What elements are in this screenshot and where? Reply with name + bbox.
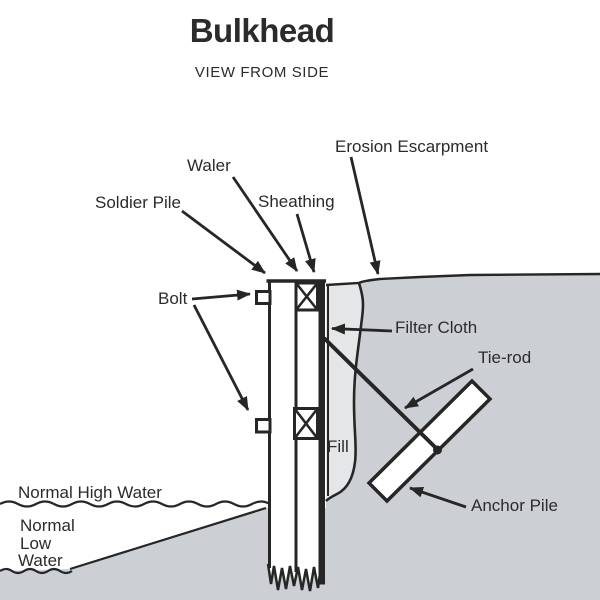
erosion-escarpment-curve — [325, 282, 365, 502]
ground-region — [326, 274, 600, 600]
normal-low-water-label-line3: Water — [18, 551, 63, 570]
seabed-slope-line — [69, 506, 267, 571]
soldier-pile-leader — [181, 209, 266, 275]
fill-region — [326, 283, 363, 501]
bolt-bottom-shape — [255, 418, 272, 434]
normal-low-water-label-line1: Normal — [20, 516, 75, 535]
bolt-label: Bolt — [158, 289, 188, 308]
pile-broken-edge — [266, 563, 326, 592]
tie-rod-anchor-dot — [433, 445, 442, 455]
soldier-pile-label: Soldier Pile — [95, 193, 181, 212]
low-water-line — [0, 567, 73, 575]
filter-cloth-label: Filter Cloth — [395, 318, 477, 337]
page-subtitle: VIEW FROM SIDE — [195, 64, 329, 81]
waler-label: Waler — [187, 156, 231, 175]
page-title: Bulkhead — [190, 12, 335, 49]
seabed-region — [0, 508, 266, 600]
sheathing-shape — [318, 279, 325, 585]
anchor-pile-leader — [409, 486, 467, 509]
ground-surface-line — [325, 272, 600, 287]
normal-high-water-label: Normal High Water — [18, 483, 162, 502]
fill-label: Fill — [327, 437, 349, 456]
erosion-escarpment-label: Erosion Escarpment — [335, 137, 488, 156]
waler-cross-section-bottom — [293, 407, 319, 440]
filter-cloth-leader — [331, 323, 393, 335]
bolt-top-shape — [255, 290, 272, 305]
waler-leader — [231, 176, 299, 272]
bolt-top-leader — [191, 289, 251, 301]
leader-lines — [181, 156, 474, 509]
waler-cross-section-top — [294, 281, 319, 312]
high-water-line — [0, 500, 271, 508]
sheathing-label: Sheathing — [258, 192, 335, 211]
tie-rod-leader — [404, 367, 474, 410]
bolt-bottom-leader — [192, 304, 250, 411]
normal-low-water-label-line2: Low — [20, 534, 52, 553]
anchor-pile-label: Anchor Pile — [471, 496, 558, 515]
sheathing-leader — [295, 213, 316, 273]
erosion-escarpment-leader — [349, 156, 381, 275]
tie-rod-shape — [323, 337, 439, 451]
tie-rod-label: Tie-rod — [478, 348, 531, 367]
